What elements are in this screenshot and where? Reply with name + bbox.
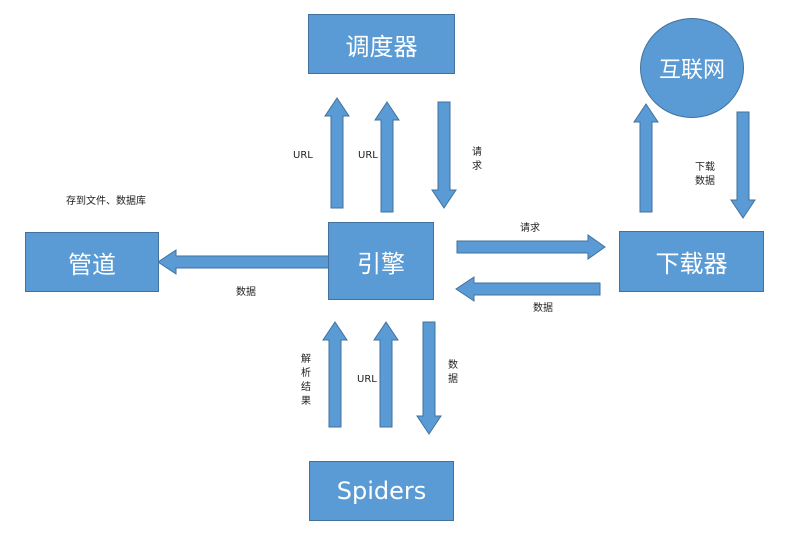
label-request-right: 请求: [520, 223, 540, 234]
arrow-spiders-to-engine-url: [373, 321, 399, 428]
spiders-node: Spiders: [309, 461, 454, 521]
arrow-engine-to-downloader: [456, 234, 606, 260]
arrow-downloader-to-engine: [455, 276, 601, 302]
scheduler-label: 调度器: [345, 32, 418, 61]
label-data-left: 数据: [236, 287, 256, 298]
label-store-note: 存到文件、数据库: [66, 196, 146, 207]
arrow-downloader-to-internet: [633, 103, 659, 213]
label-request-up: 请求: [472, 147, 482, 172]
engine-label: 引擎: [357, 249, 405, 278]
pipeline-node: 管道: [25, 232, 159, 292]
spiders-label: Spiders: [336, 477, 427, 505]
engine-node: 引擎: [328, 222, 434, 300]
internet-node: 互联网: [640, 18, 744, 118]
label-data-back: 数据: [533, 303, 553, 314]
arrow-internet-to-downloader: [730, 111, 756, 219]
downloader-label: 下载器: [655, 250, 728, 278]
internet-label: 互联网: [658, 58, 725, 83]
arrow-scheduler-to-engine-request: [431, 101, 457, 209]
label-parse-result: 解析结果: [301, 354, 311, 407]
arrow-engine-to-pipeline: [157, 249, 331, 275]
pipeline-label: 管道: [68, 250, 116, 279]
label-url-2: URL: [358, 150, 378, 161]
arrow-engine-to-scheduler-url-2: [374, 101, 400, 213]
label-url-3: URL: [357, 374, 377, 385]
label-url-1: URL: [293, 150, 313, 161]
arrow-engine-to-spiders-data: [416, 321, 442, 435]
label-data-down: 数据: [448, 360, 458, 385]
arrow-spiders-to-engine-parse: [322, 321, 348, 428]
scheduler-node: 调度器: [308, 14, 455, 74]
arrow-engine-to-scheduler-url-1: [324, 97, 350, 209]
downloader-node: 下载器: [619, 231, 764, 292]
label-download-data: 下载数据: [695, 162, 715, 187]
